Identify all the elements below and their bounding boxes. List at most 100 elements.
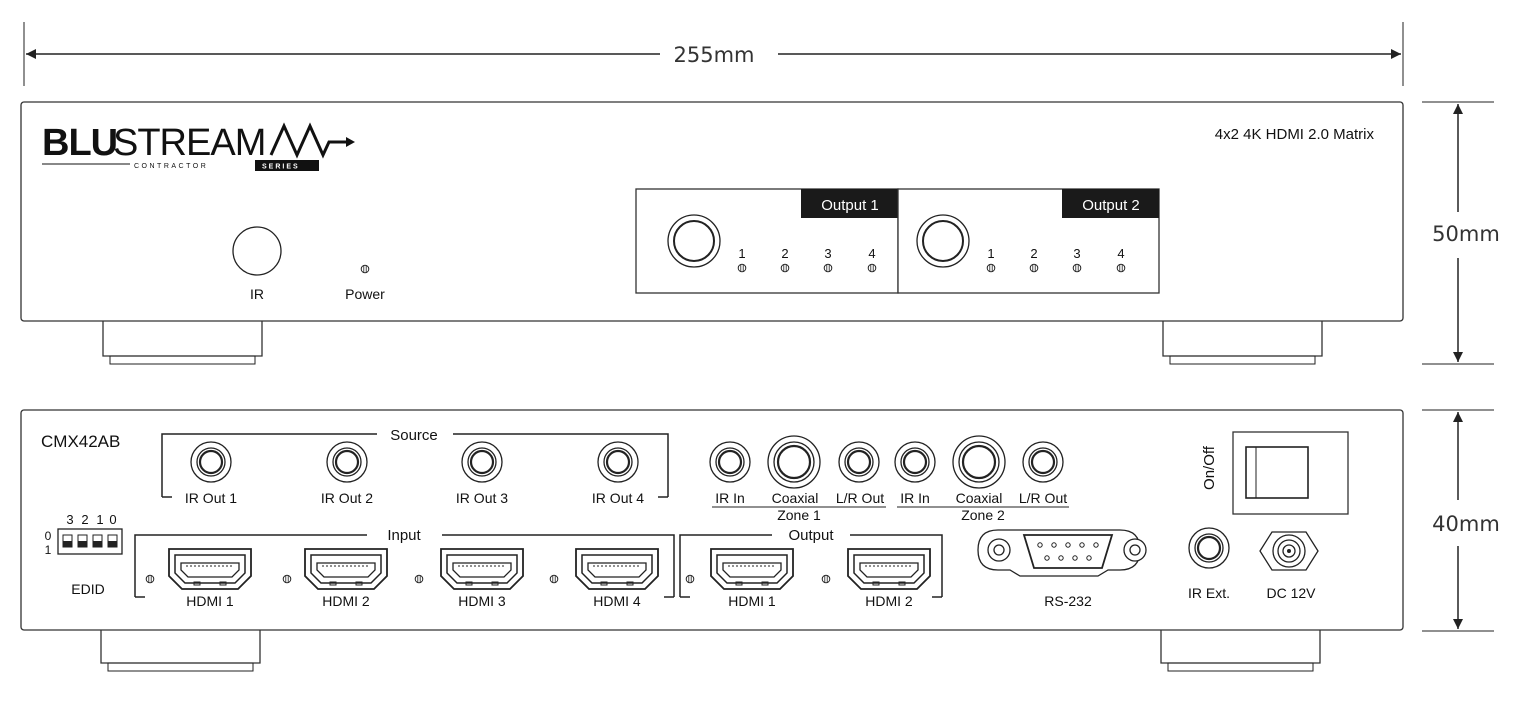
rear-left-foot xyxy=(100,630,261,672)
output-1-led-2-icon xyxy=(780,263,790,273)
zone-2-group: IR In Coaxial L/R Out Zone 2 xyxy=(893,434,1069,523)
output-2-input-3-label: 3 xyxy=(1073,246,1080,261)
output-2-input-4-label: 4 xyxy=(1117,246,1124,261)
hdmi-in-4-label: HDMI 4 xyxy=(593,593,641,609)
width-label: 255mm xyxy=(674,43,755,67)
edid-bit-3-label: 3 xyxy=(66,512,73,527)
ir-ext-label: IR Ext. xyxy=(1188,585,1230,601)
front-panel: BLU STREAM CONTRACTOR SERIES 4x2 4K HDMI… xyxy=(20,101,1404,365)
hdmi-out-1-label: HDMI 1 xyxy=(728,593,776,609)
ir-out-1-jack-icon xyxy=(189,440,233,484)
output-2-input-2-label: 2 xyxy=(1030,246,1037,261)
brand-logo: BLU STREAM CONTRACTOR SERIES xyxy=(42,122,355,171)
hdmi-in-2-led-icon xyxy=(282,574,292,584)
hdmi-in-1-port-icon xyxy=(168,548,252,590)
zone-1-lr-out-label: L/R Out xyxy=(836,490,884,506)
output-1-select-button-ring xyxy=(673,220,715,262)
power-switch-rocker[interactable] xyxy=(1245,446,1309,499)
ir-out-2-label: IR Out 2 xyxy=(321,490,373,506)
rear-model-label: CMX42AB xyxy=(41,432,120,451)
output-1-input-2-label: 2 xyxy=(781,246,788,261)
hdmi-in-3-port-icon xyxy=(440,548,524,590)
width-dimension: 255mm xyxy=(23,22,1404,86)
onoff-label: On/Off xyxy=(1201,445,1218,490)
edid-group: 3 2 1 0 0 1 EDID xyxy=(45,512,123,597)
dc-jack-icon xyxy=(1287,549,1291,553)
ir-out-1-label: IR Out 1 xyxy=(185,490,237,506)
output-1-tag xyxy=(801,189,898,218)
zone-2-ir-in-jack-icon xyxy=(893,440,937,484)
edid-row-0-label: 0 xyxy=(45,529,52,543)
hdmi-in-2-port-icon xyxy=(304,548,388,590)
output-1-led-1-icon xyxy=(737,263,747,273)
front-left-foot xyxy=(102,321,263,365)
output-2-led-1-icon xyxy=(986,263,996,273)
input-group: Input HDMI 1 HDMI 2 HDMI 3 HDMI 4 xyxy=(134,527,675,609)
ir-out-3-label: IR Out 3 xyxy=(456,490,508,506)
dc-power-group: DC 12V xyxy=(1259,531,1319,601)
output-1-selector: Output 1 1 2 3 4 xyxy=(635,188,899,294)
zone-1-lr-out-jack-icon xyxy=(837,440,881,484)
brand-logo-bold: BLU xyxy=(42,122,117,164)
output-2-label: Output 2 xyxy=(1082,197,1140,214)
output-1-input-3-label: 3 xyxy=(824,246,831,261)
output-2-led-4-icon xyxy=(1116,263,1126,273)
zone-1-coaxial-label: Coaxial xyxy=(772,490,819,506)
zone-2-lr-out-jack-icon xyxy=(1021,440,1065,484)
rs232-label: RS-232 xyxy=(1044,593,1092,609)
zone-2-coaxial-label: Coaxial xyxy=(956,490,1003,506)
brand-logo-sub1: CONTRACTOR xyxy=(134,163,208,170)
zone-1-coaxial-jack-icon xyxy=(766,434,822,490)
edid-bit-1-label: 1 xyxy=(96,512,103,527)
ir-ext-jack-icon xyxy=(1187,526,1231,570)
output-1-input-1-label: 1 xyxy=(738,246,745,261)
output-2-selector: Output 2 1 2 3 4 xyxy=(897,188,1160,294)
output-1-led-4-icon xyxy=(867,263,877,273)
ir-out-2-jack-icon xyxy=(325,440,369,484)
ir-out-3-jack-icon xyxy=(460,440,504,484)
brand-logo-sub2: SERIES xyxy=(262,164,300,171)
hdmi-in-3-led-icon xyxy=(414,574,424,584)
front-height-dimension: 50mm xyxy=(1422,101,1500,365)
source-group: Source IR Out 1 IR Out 2 IR Out 3 IR Out… xyxy=(161,427,669,506)
zone-1-ir-in-jack-icon xyxy=(708,440,752,484)
rear-height-label: 40mm xyxy=(1432,512,1500,536)
edid-bit-0-label: 0 xyxy=(109,512,116,527)
hdmi-out-2-label: HDMI 2 xyxy=(865,593,913,609)
rear-panel: CMX42AB Source IR Out 1 IR Out 2 IR Out … xyxy=(20,409,1404,672)
hdmi-in-3-label: HDMI 3 xyxy=(458,593,506,609)
output-1-input-4-label: 4 xyxy=(868,246,875,261)
edid-row-1-label: 1 xyxy=(45,543,52,557)
hdmi-out-1-led-icon xyxy=(685,574,695,584)
output-2-input-1-label: 1 xyxy=(987,246,994,261)
output-1-label: Output 1 xyxy=(821,197,879,214)
hdmi-in-2-label: HDMI 2 xyxy=(322,593,370,609)
zone-2-label: Zone 2 xyxy=(961,507,1005,523)
rs232-group: RS-232 xyxy=(977,529,1147,609)
output-group: Output HDMI 1 HDMI 2 xyxy=(679,527,943,609)
ir-out-4-label: IR Out 4 xyxy=(592,490,644,506)
hdmi-out-2-port-icon xyxy=(847,548,931,590)
edid-label: EDID xyxy=(71,581,104,597)
source-label: Source xyxy=(390,427,438,444)
front-height-label: 50mm xyxy=(1432,222,1500,246)
output-2-led-2-icon xyxy=(1029,263,1039,273)
zone-2-coaxial-jack-icon xyxy=(951,434,1007,490)
dc-label: DC 12V xyxy=(1266,585,1316,601)
rear-height-dimension: 40mm xyxy=(1422,409,1500,632)
edid-bit-2-label: 2 xyxy=(81,512,88,527)
brand-logo-light: STREAM xyxy=(113,122,265,164)
ir-label: IR xyxy=(250,286,264,302)
output-label: Output xyxy=(788,527,834,544)
zone-1-label: Zone 1 xyxy=(777,507,821,523)
hdmi-out-1-port-icon xyxy=(710,548,794,590)
hdmi-out-2-led-icon xyxy=(821,574,831,584)
brand-logo-series-bg xyxy=(255,160,319,171)
brand-logo-arrow xyxy=(346,137,355,147)
input-label: Input xyxy=(387,527,421,544)
output-2-select-button-ring xyxy=(922,220,964,262)
rs232-port-icon xyxy=(1022,534,1114,569)
rear-right-foot xyxy=(1160,630,1321,672)
output-1-led-3-icon xyxy=(823,263,833,273)
